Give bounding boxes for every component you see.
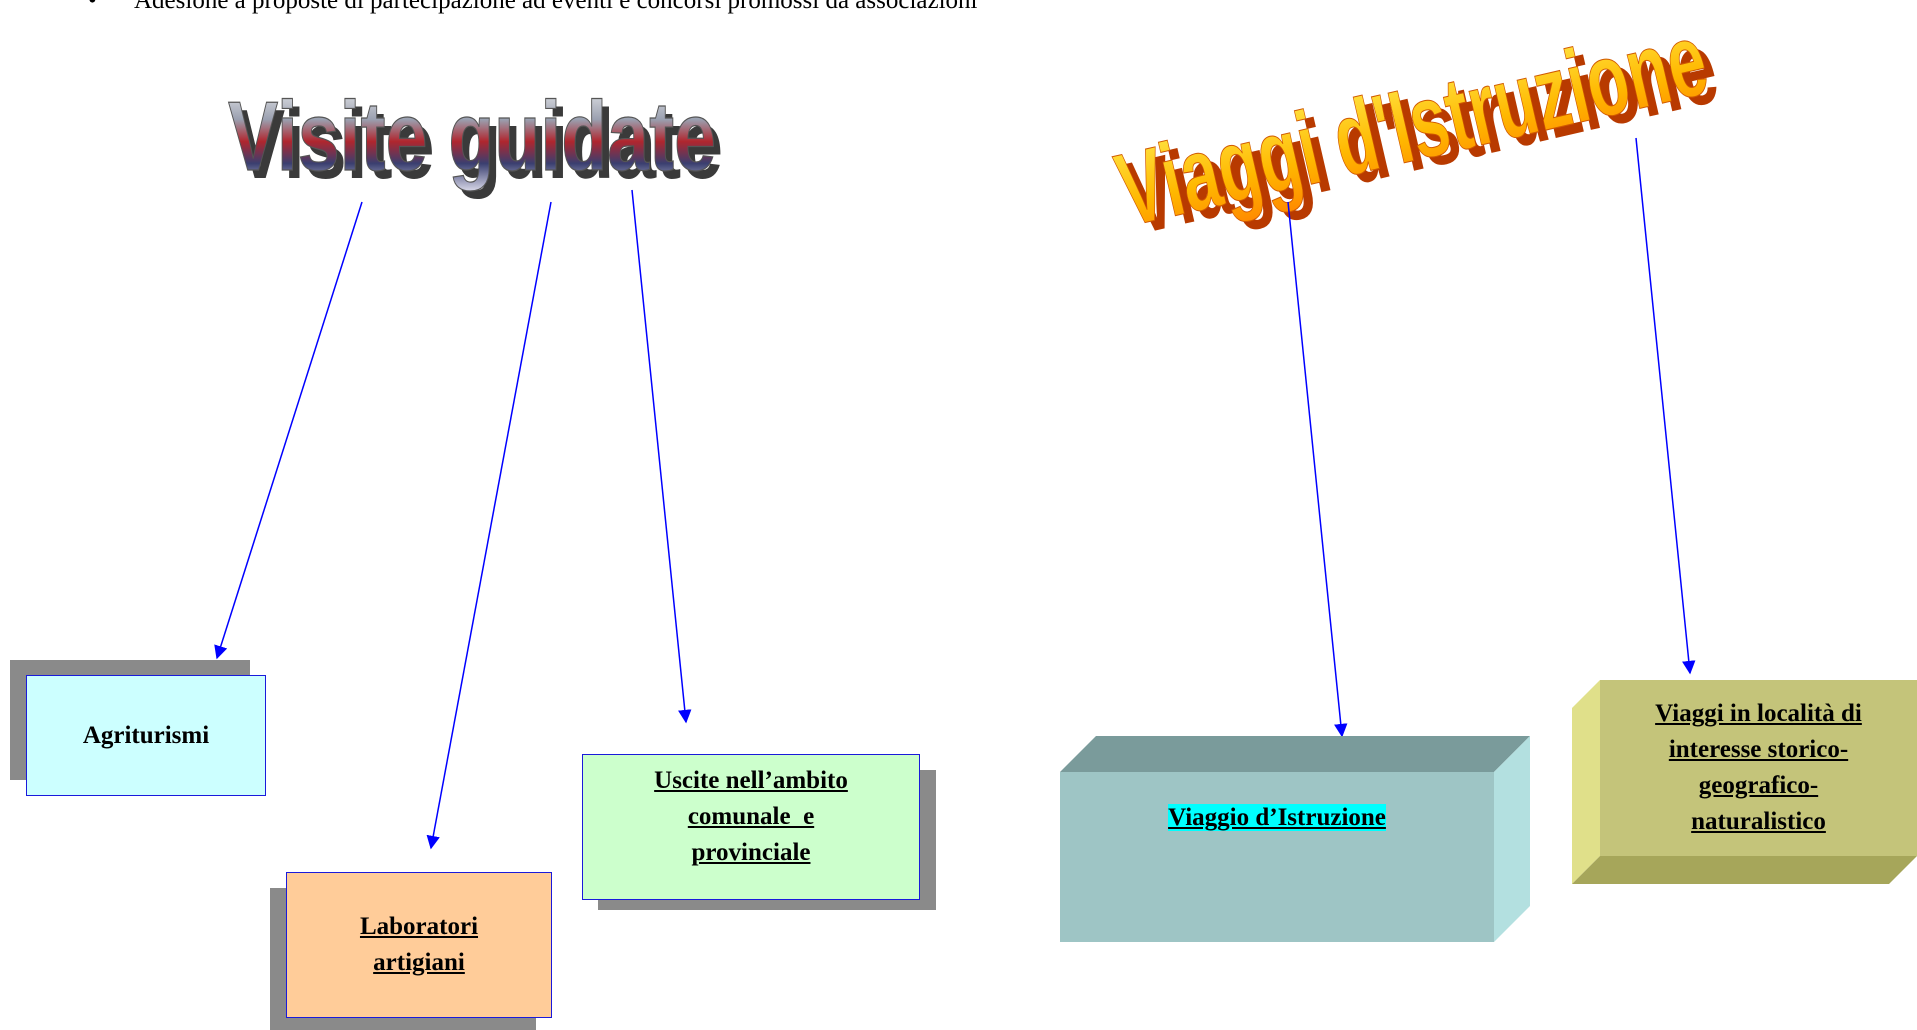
- bullet-text: Adesione a proposte di partecipazione ad…: [134, 0, 978, 14]
- bullet-item: • Adesione a proposte di partecipazione a…: [88, 0, 977, 16]
- box-agriturismi: Agriturismi: [10, 660, 266, 796]
- box-uscite-line3: provinciale: [691, 839, 811, 866]
- cube-front: [1060, 772, 1494, 942]
- title-viaggi-istruzione: Viaggi d'Istruzione Viaggi d'Istruzione: [1106, 1, 1727, 257]
- box-laboratori-line1: Laboratori: [359, 913, 479, 940]
- box-viaggio-label: Viaggio d’Istruzione: [1168, 804, 1386, 831]
- cube-side: [1494, 736, 1530, 942]
- cube-bottom: [1572, 856, 1917, 884]
- box-uscite-line1: Uscite nell’ambito: [654, 767, 848, 794]
- arrow-to-laboratori: [426, 201, 552, 850]
- box-laboratori-line2: artigiani: [373, 949, 465, 976]
- box-localita-line3: geografico-: [1698, 772, 1819, 799]
- arrow-to-localita: [1635, 137, 1696, 675]
- box-uscite: Uscite nell’ambito comunale e provincial…: [582, 754, 938, 914]
- box-viaggio-istruzione: Viaggio d’Istruzione: [1060, 736, 1530, 942]
- box-localita-line4: naturalistico: [1691, 808, 1826, 835]
- title-visite-text: Visite guidate: [228, 81, 716, 191]
- title-visite-guidate: Visite guidate Visite guidate: [227, 80, 723, 199]
- box-viaggi-localita: Viaggi in località di interesse storico-…: [1572, 680, 1917, 884]
- box-uscite-line2: comunale e: [687, 803, 815, 830]
- cube-front: [1600, 680, 1917, 856]
- title-visite-shadow: Visite guidate: [235, 89, 723, 199]
- arrow-to-viaggio: [1287, 201, 1348, 738]
- arrow-to-uscite: [631, 189, 692, 724]
- cube-side-left: [1572, 680, 1600, 884]
- box-localita-line2: interesse storico-: [1668, 736, 1849, 763]
- box-laboratori: Laboratori artigiani: [270, 872, 554, 1030]
- bullet-dot: •: [88, 0, 97, 14]
- cube-top: [1060, 736, 1530, 772]
- box-localita-line1: Viaggi in località di: [1655, 700, 1862, 727]
- box-agriturismi-label: Agriturismi: [82, 721, 210, 749]
- arrow-to-agriturismi: [214, 201, 363, 660]
